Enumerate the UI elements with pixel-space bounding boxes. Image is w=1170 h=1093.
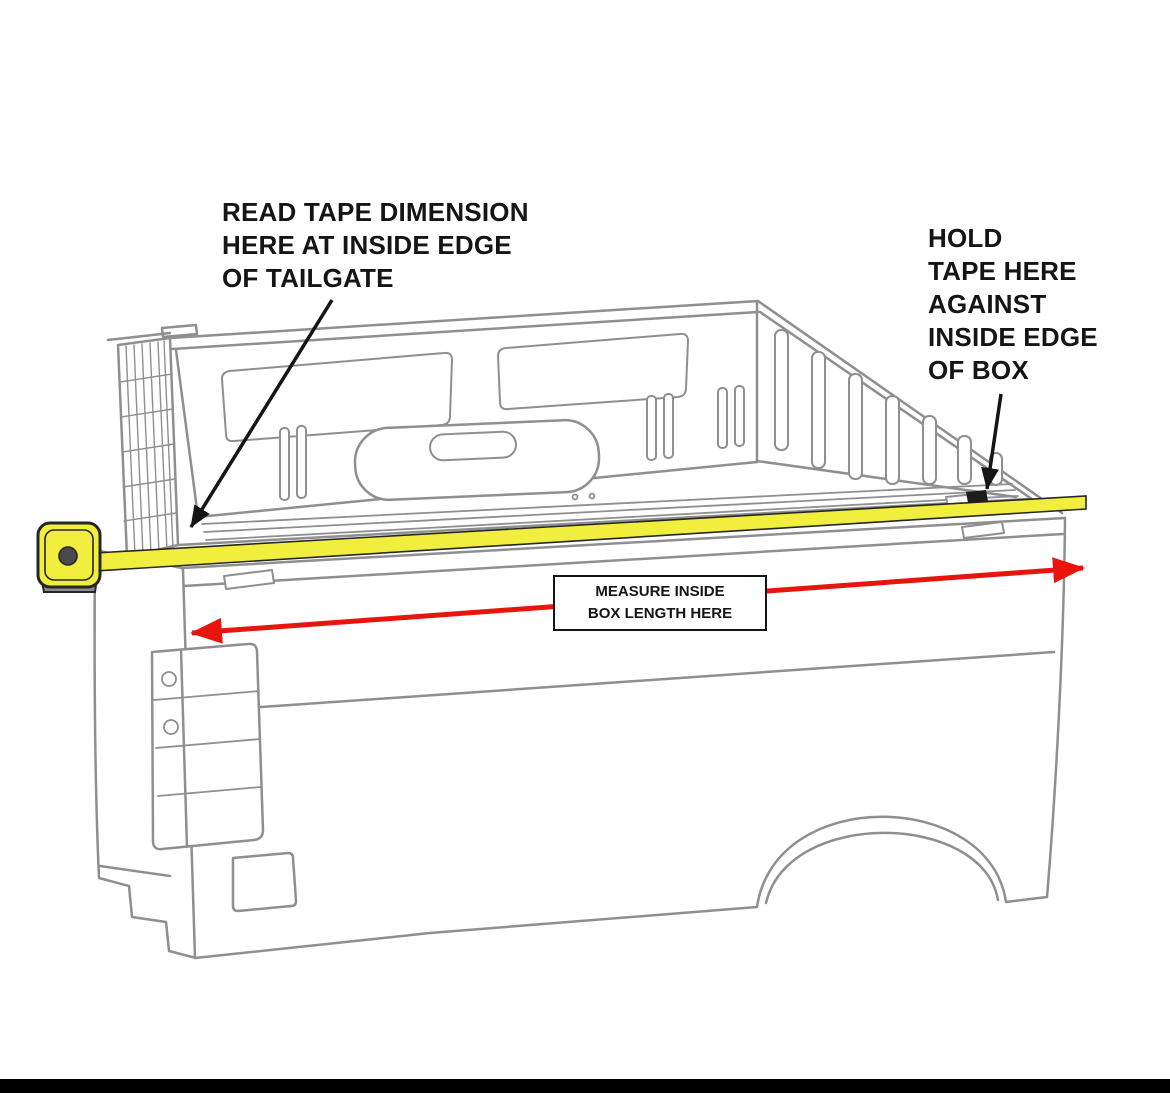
measure-label-box: MEASURE INSIDE BOX LENGTH HERE — [553, 575, 767, 631]
read-tape-annotation: READ TAPE DIMENSION HERE AT INSIDE EDGE … — [222, 197, 529, 294]
rear-panel — [93, 548, 298, 960]
taillight — [150, 642, 265, 851]
bed-floor — [201, 483, 1019, 541]
hold-tape-annotation: HOLD TAPE HERE AGAINST INSIDE EDGE OF BO… — [928, 223, 1098, 386]
bulkhead-inner-wall — [755, 299, 1064, 515]
leader-arrow-tailgate — [189, 299, 334, 528]
bedside-inner-wall — [168, 299, 760, 519]
tape-hook-at-box-edge — [966, 490, 988, 503]
tape-measure — [36, 490, 1087, 593]
tailgate-inner-grid — [106, 323, 199, 559]
tape-band — [94, 495, 1087, 572]
bulkhead-toolbox-hump — [353, 418, 601, 502]
bottom-black-bar — [0, 1079, 1170, 1093]
leader-arrow-box-edge — [981, 393, 1003, 490]
tape-measure-body — [36, 521, 102, 593]
